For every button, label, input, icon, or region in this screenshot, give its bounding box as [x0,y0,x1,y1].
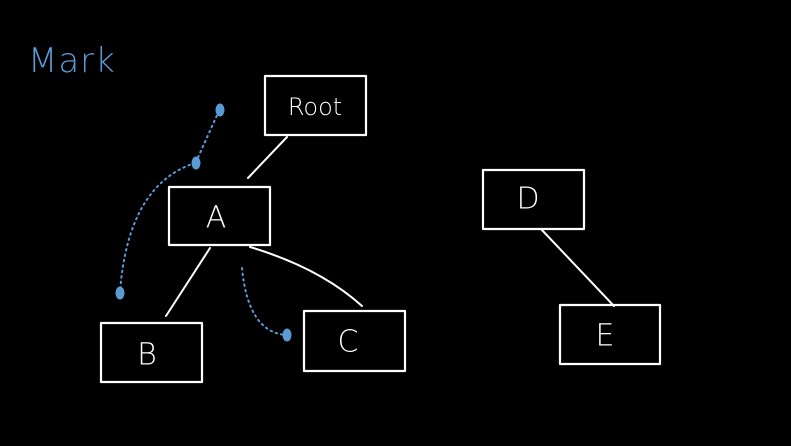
mark-dot-b [115,286,125,300]
mark-dot-c [282,328,292,342]
mark-trail-upper [195,110,220,163]
node-b-label: B [137,338,157,373]
node-root-box [263,74,368,137]
edge-a-c [249,246,363,307]
node-a-box [167,185,272,247]
mark-dot-middle [191,156,201,170]
edge-d-e [540,228,615,307]
node-e[interactable]: E [558,303,662,366]
node-a-label: A [206,201,227,236]
mark-trail-to-c [241,267,287,336]
node-e-box [558,303,662,366]
node-c-label: C [338,325,359,360]
node-d[interactable]: D [481,168,586,231]
node-d-label: D [516,182,539,217]
node-d-box [481,168,586,231]
node-root[interactable]: Root [263,74,368,137]
node-c-box [302,309,407,373]
node-b-box [99,321,204,384]
edge-a-b [165,247,211,317]
mark-trail-to-b [119,162,196,293]
node-root-label: Root [288,93,342,121]
edge-root-a [247,136,288,179]
mark-dot-top [215,103,225,117]
node-e-label: E [596,319,615,354]
node-c[interactable]: C [302,309,407,373]
diagram-title: Mark [28,41,116,81]
node-b[interactable]: B [99,321,204,384]
node-a[interactable]: A [167,185,272,247]
